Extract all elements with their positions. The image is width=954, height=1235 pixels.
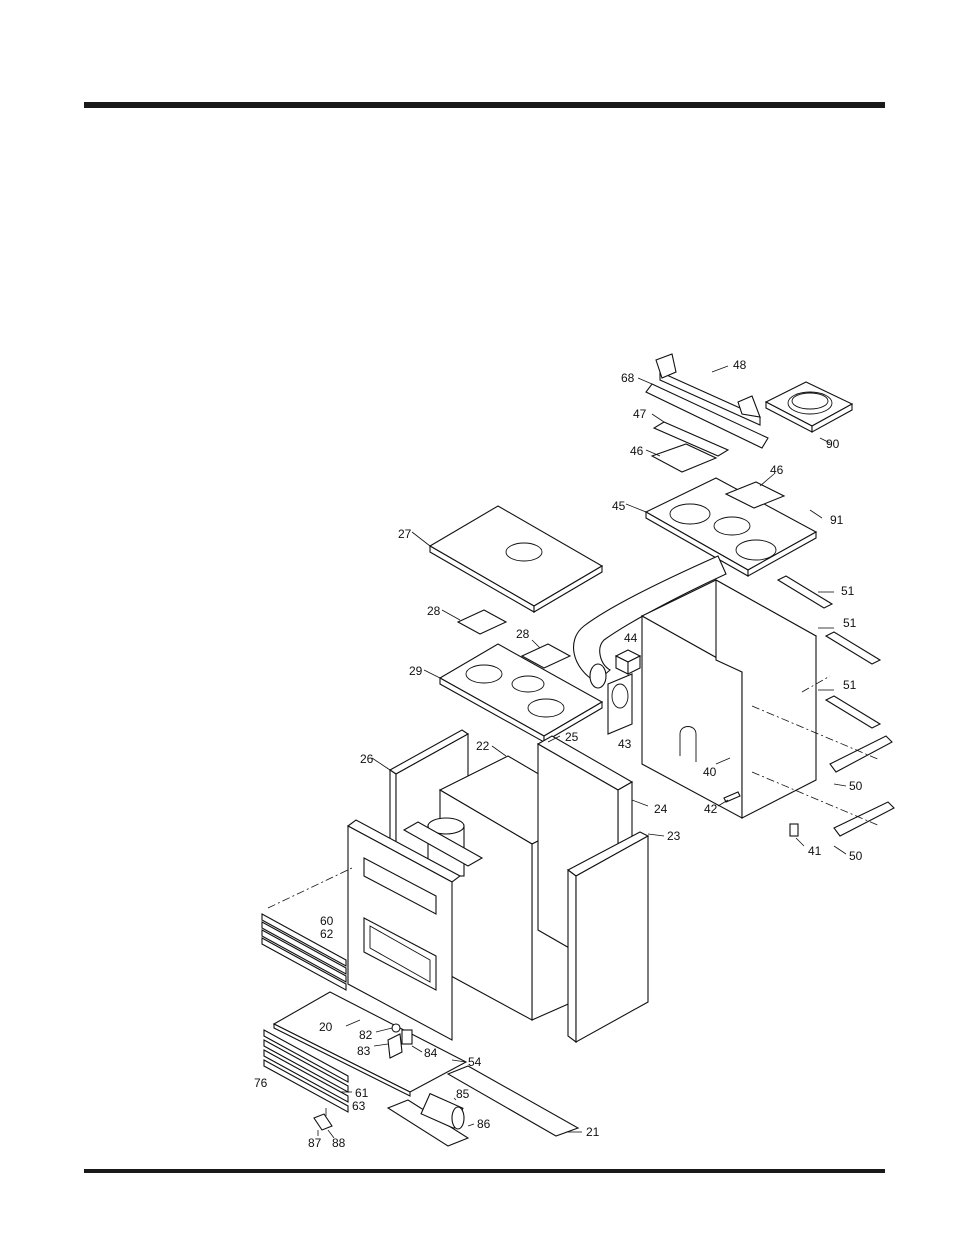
callout-26: 26 bbox=[360, 752, 374, 766]
callout-27: 27 bbox=[398, 527, 412, 541]
callout-88: 88 bbox=[332, 1136, 346, 1150]
part-60-62-louvers bbox=[261, 913, 347, 991]
part-21-strip bbox=[446, 1065, 580, 1137]
callout-44: 44 bbox=[624, 631, 638, 645]
part-83-bracket bbox=[387, 1033, 403, 1059]
leader-lines bbox=[317, 365, 847, 1139]
part-28-plate-b bbox=[520, 643, 572, 669]
part-41-switch bbox=[789, 823, 799, 837]
part-40-housing bbox=[640, 579, 818, 819]
part-68-bar bbox=[645, 383, 769, 449]
part-43-gasket bbox=[607, 673, 633, 735]
part-20-front-face bbox=[346, 819, 462, 1041]
callout-45: 45 bbox=[612, 499, 626, 513]
callout-62: 62 bbox=[320, 927, 334, 941]
callout-51-a: 51 bbox=[841, 584, 855, 598]
part-54-floor-plate bbox=[272, 991, 468, 1097]
callout-68: 68 bbox=[621, 371, 635, 385]
callout-labels: 48 68 47 46 90 46 45 91 27 28 28 44 29 4… bbox=[254, 358, 863, 1150]
callout-29: 29 bbox=[409, 664, 423, 678]
callout-60: 60 bbox=[320, 914, 334, 928]
part-45-top-plate bbox=[644, 477, 818, 577]
part-23-right-panel bbox=[566, 831, 650, 1044]
part-46-plate bbox=[650, 443, 718, 473]
part-42-pin bbox=[723, 791, 741, 803]
part-28-plate-a bbox=[456, 609, 508, 635]
part-48-bracket bbox=[655, 353, 761, 426]
callout-86: 86 bbox=[477, 1117, 491, 1131]
part-86-strip bbox=[386, 1099, 470, 1147]
callout-41: 41 bbox=[808, 844, 822, 858]
callout-40: 40 bbox=[703, 765, 717, 779]
part-87-88-clip bbox=[313, 1113, 333, 1131]
part-84-block bbox=[401, 1029, 413, 1045]
callout-63: 63 bbox=[352, 1099, 366, 1113]
callout-85: 85 bbox=[456, 1087, 470, 1101]
callout-24: 24 bbox=[654, 802, 668, 816]
footer-rule bbox=[84, 1169, 885, 1173]
callout-91: 91 bbox=[830, 513, 844, 527]
callout-28-a: 28 bbox=[427, 604, 441, 618]
callout-90: 90 bbox=[826, 437, 840, 451]
part-50-rails bbox=[829, 735, 895, 837]
callout-43: 43 bbox=[618, 737, 632, 751]
callout-47: 47 bbox=[633, 407, 647, 421]
callout-51-b: 51 bbox=[843, 616, 857, 630]
part-27-top-panel bbox=[428, 505, 604, 613]
callout-51-c: 51 bbox=[843, 678, 857, 692]
callout-46-b: 46 bbox=[770, 463, 784, 477]
flex-duct bbox=[573, 555, 727, 689]
part-47-strip bbox=[652, 421, 730, 457]
part-29-baffle bbox=[438, 643, 604, 743]
callout-87: 87 bbox=[308, 1136, 322, 1150]
callout-50-b: 50 bbox=[849, 849, 863, 863]
callout-20: 20 bbox=[319, 1020, 333, 1034]
callout-28-b: 28 bbox=[516, 627, 530, 641]
callout-21: 21 bbox=[586, 1125, 600, 1139]
header-rule bbox=[84, 102, 885, 108]
callout-82: 82 bbox=[359, 1028, 373, 1042]
callout-54: 54 bbox=[468, 1055, 482, 1069]
callout-46-a: 46 bbox=[630, 444, 644, 458]
part-90-collar bbox=[764, 381, 854, 433]
callout-23: 23 bbox=[667, 829, 681, 843]
part-44-box bbox=[614, 649, 642, 675]
callout-25: 25 bbox=[565, 730, 579, 744]
callout-48: 48 bbox=[733, 358, 747, 372]
callout-50-a: 50 bbox=[849, 779, 863, 793]
callout-42: 42 bbox=[704, 802, 718, 816]
callout-61: 61 bbox=[355, 1086, 369, 1100]
callout-76: 76 bbox=[254, 1076, 268, 1090]
part-85-blower bbox=[420, 1092, 465, 1130]
callout-22: 22 bbox=[476, 739, 490, 753]
part-51-channels bbox=[776, 575, 882, 729]
part-82-knob bbox=[391, 1023, 401, 1033]
callout-83: 83 bbox=[357, 1044, 371, 1058]
callout-84: 84 bbox=[424, 1046, 438, 1060]
part-61-63-louvers bbox=[263, 1029, 349, 1113]
